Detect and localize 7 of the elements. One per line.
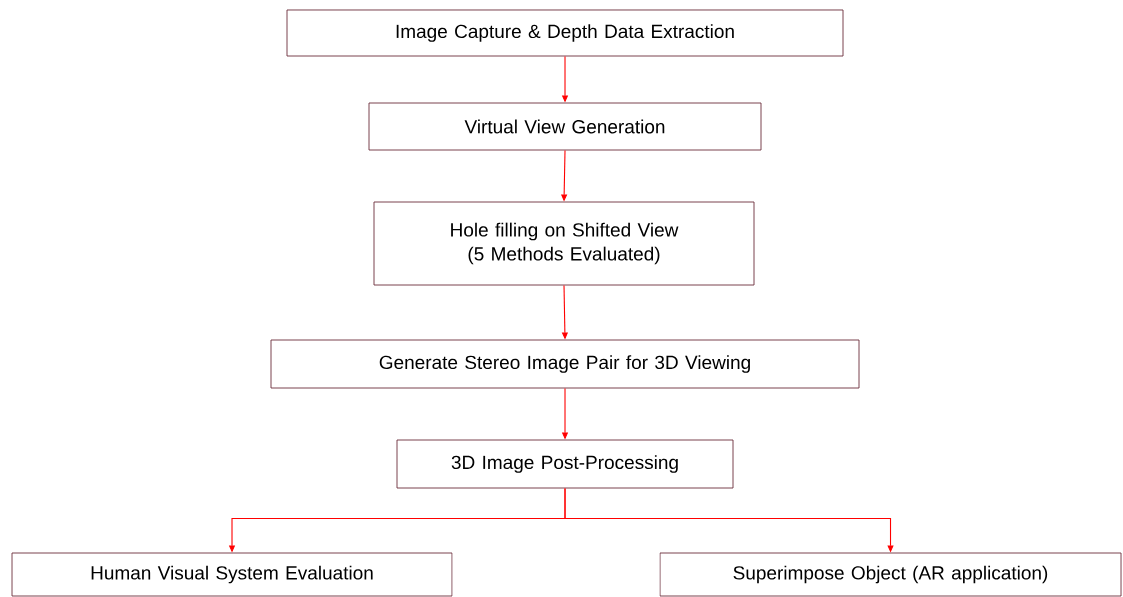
process-box: Image Capture & Depth Data Extraction	[286, 9, 844, 57]
process-box: Human Visual System Evaluation	[11, 552, 453, 597]
process-box: Superimpose Object (AR application)	[659, 552, 1122, 597]
process-box: Virtual View Generation	[368, 102, 762, 151]
process-box: Hole filling on Shifted View (5 Methods Evaluated)	[373, 201, 755, 286]
process-box: Generate Stereo Image Pair for 3D Viewing	[270, 339, 860, 389]
process-box: 3D Image Post-Processing	[396, 439, 734, 489]
